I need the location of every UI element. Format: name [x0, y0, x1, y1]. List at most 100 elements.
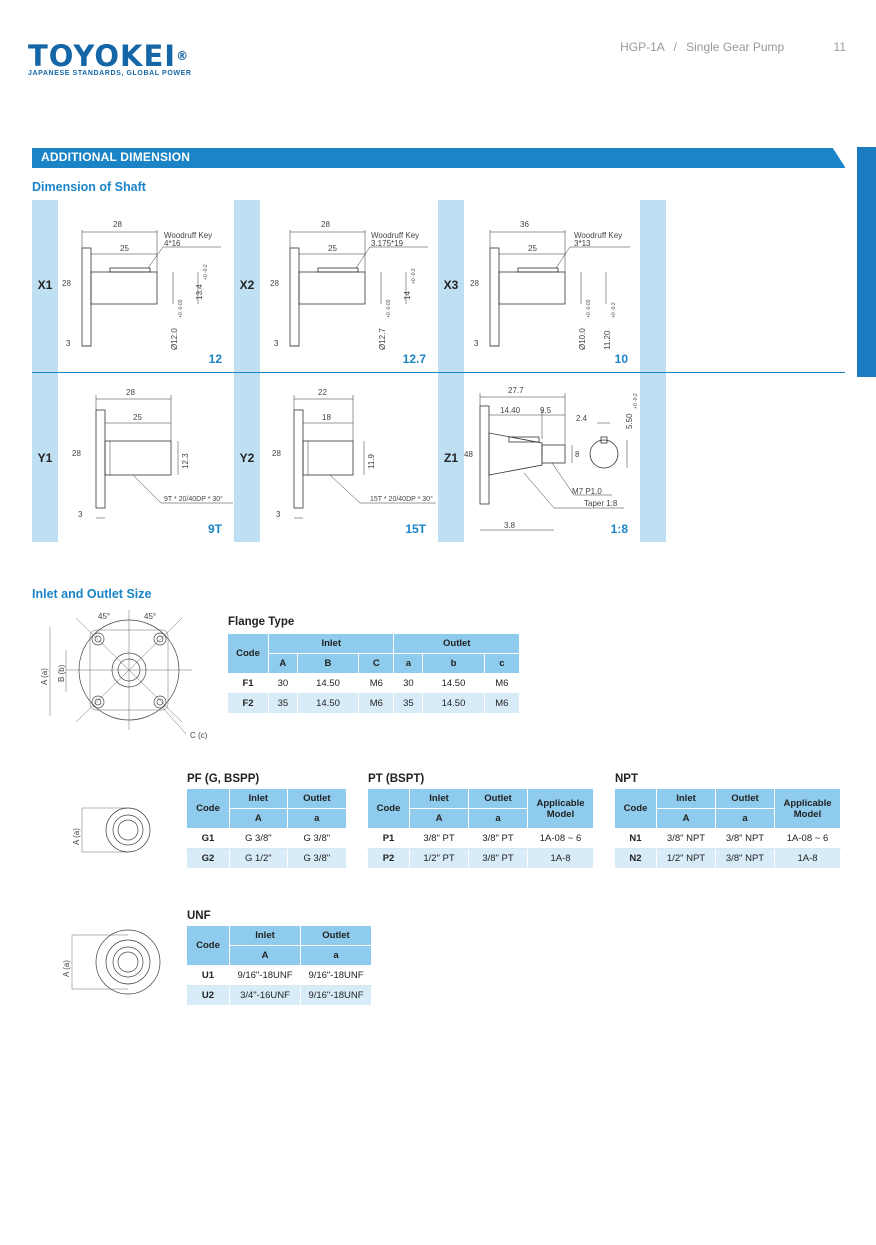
- col-sub: a: [286, 808, 348, 829]
- dim-diameter: Ø12.0: [170, 328, 179, 350]
- shaft-code: X2: [239, 278, 255, 292]
- shaft-code: Z1: [443, 451, 458, 465]
- shaft-label-column-2: X2 Y2: [234, 200, 260, 542]
- cell: U2: [186, 985, 230, 1006]
- col-inlet: Inlet: [229, 925, 301, 946]
- col-sub: a: [468, 808, 528, 829]
- key-spec: 3.175*19: [371, 239, 404, 248]
- shaft-size-label: 9T: [207, 522, 222, 536]
- cell: 9/16"-18UNF: [300, 985, 372, 1006]
- dim-key-length: 25: [120, 244, 129, 253]
- shaft-y1-drawing: 28 25 28 3 12.3 9T * 20/40DP * 30°: [72, 388, 233, 519]
- cell: 30: [268, 673, 298, 694]
- col-sub: A: [656, 808, 716, 829]
- cell: M6: [483, 693, 521, 714]
- shaft-drawing-y2: 22 18 28 3 11.9 15T * 20/40DP * 30° 15T: [260, 373, 438, 542]
- cell: 1A-8: [527, 848, 594, 869]
- shaft-heading: Dimension of Shaft: [32, 180, 146, 194]
- logo-registered-mark: ®: [176, 49, 190, 63]
- dim-flange: 28: [470, 279, 479, 288]
- dim-edge: 3: [276, 510, 281, 519]
- shaft-code: X1: [37, 278, 53, 292]
- dim-key-length: 25: [528, 244, 537, 253]
- key-spec: 4*16: [164, 239, 181, 248]
- header-separator: /: [673, 40, 677, 54]
- port-drawing-unf: A (a): [62, 929, 161, 995]
- col-outlet: Outlet: [300, 925, 372, 946]
- npt-table: Code Inlet Outlet Applicable Model A a N…: [614, 788, 841, 869]
- col-outlet: Outlet: [286, 788, 348, 809]
- npt-table-title: NPT: [615, 773, 638, 785]
- spline-spec: 15T * 20/40DP * 30°: [370, 495, 433, 503]
- dim-segment-1: 14.40: [500, 406, 521, 415]
- tolerance: +0 -0.2: [203, 264, 209, 280]
- col-sub: A: [409, 808, 469, 829]
- cell: 3/8" NPT: [656, 828, 716, 849]
- shaft-row-divider: [32, 372, 845, 373]
- table-row: U2 3/4"-16UNF 9/16"-18UNF: [186, 985, 372, 1006]
- angle-label: 45°: [98, 612, 110, 621]
- table-row: G2 G 1/2" G 3/8": [186, 848, 348, 869]
- dim-b-label: B (b): [57, 664, 66, 682]
- unf-table: Code Inlet Outlet A a U1 9/16"-18UNF 9/1…: [186, 925, 372, 1006]
- cell: 1A-8: [774, 848, 841, 869]
- shaft-drawing-y1: 28 25 28 3 12.3 9T * 20/40DP * 30° 9T: [58, 373, 234, 542]
- cell: G 3/8": [286, 828, 348, 849]
- table-row: P1 3/8" PT 3/8" PT 1A-08 ~ 6: [367, 828, 594, 849]
- unf-table-title: UNF: [187, 910, 211, 922]
- cell: U1: [186, 965, 230, 986]
- cell: 9/16"-18UNF: [229, 965, 301, 986]
- shaft-size-label: 10: [614, 352, 628, 366]
- shaft-drawing-x1: 28 25 Woodruff Key 4*16 28 3 Ø12.0 +0 -0…: [58, 200, 234, 372]
- col-code: Code: [186, 788, 230, 829]
- cell: 3/8" NPT: [715, 828, 775, 849]
- dim-key-height: 11.20: [603, 330, 612, 350]
- dim-edge: 3: [78, 510, 83, 519]
- col-sub: a: [300, 945, 372, 966]
- cell: 3/8" NPT: [715, 848, 775, 869]
- dim-flange: 28: [72, 449, 81, 458]
- cell: 14.50: [296, 693, 360, 714]
- dim-key-height: 14: [403, 291, 412, 300]
- col-sub: c: [483, 653, 521, 674]
- table-row: F1 30 14.50 M6 30 14.50 M6: [227, 673, 521, 694]
- cell: 35: [268, 693, 298, 714]
- dim-length: 36: [520, 220, 529, 229]
- shaft-size-label: 1:8: [610, 522, 628, 536]
- cell: N2: [614, 848, 657, 869]
- col-sub: C: [358, 653, 395, 674]
- table-row: G1 G 3/8" G 3/8": [186, 828, 348, 849]
- pf-table: Code Inlet Outlet A a G1 G 3/8" G 3/8" G…: [186, 788, 348, 869]
- section-title: ADDITIONAL DIMENSION: [41, 150, 191, 164]
- col-sub: A: [229, 808, 288, 829]
- shaft-dimension-grid: X1 Y1 X2 Y2 X3 Z1 2: [32, 200, 845, 542]
- angle-label: 45°: [144, 612, 156, 621]
- dim-diameter: Ø12.7: [378, 328, 387, 350]
- dim-key-height: 13.4: [195, 284, 204, 300]
- col-sub: a: [715, 808, 775, 829]
- col-sub: A: [229, 945, 301, 966]
- tolerance: +0 -0.2: [411, 268, 417, 284]
- shaft-drawing-z1: 27.7 14.40 9.5 48 8 2.4 5.50 +0 -0.2 M7 …: [464, 373, 640, 542]
- col-code: Code: [614, 788, 657, 829]
- col-code: Code: [186, 925, 230, 966]
- dim-diameter: Ø10.0: [578, 328, 587, 350]
- shaft-size-label: 12.7: [402, 352, 426, 366]
- col-outlet: Outlet: [393, 633, 520, 654]
- dim-length: 28: [321, 220, 330, 229]
- dim-spline-diameter: 11.9: [367, 453, 376, 469]
- table-row: U1 9/16"-18UNF 9/16"-18UNF: [186, 965, 372, 986]
- dim-key-length: 25: [328, 244, 337, 253]
- dim-length: 28: [126, 388, 135, 397]
- cell: 1A-08 ~ 6: [774, 828, 841, 849]
- flange-table-title: Flange Type: [228, 616, 295, 628]
- pt-table-title: PT (BSPT): [368, 773, 425, 785]
- shaft-x3-drawing: 36 25 Woodruff Key 3*13 28 3 Ø10.0 +0 -0…: [470, 220, 630, 350]
- shaft-drawing-x2: 28 25 Woodruff Key 3.175*19 28 3 Ø12.7 +…: [260, 200, 438, 372]
- page-number: 11: [833, 40, 846, 54]
- cell: G 3/8": [229, 828, 288, 849]
- dim-key-length: 18: [322, 413, 331, 422]
- dim-flange: 28: [272, 449, 281, 458]
- tolerance: +0 -0.02: [386, 299, 392, 318]
- shaft-code: X3: [443, 278, 459, 292]
